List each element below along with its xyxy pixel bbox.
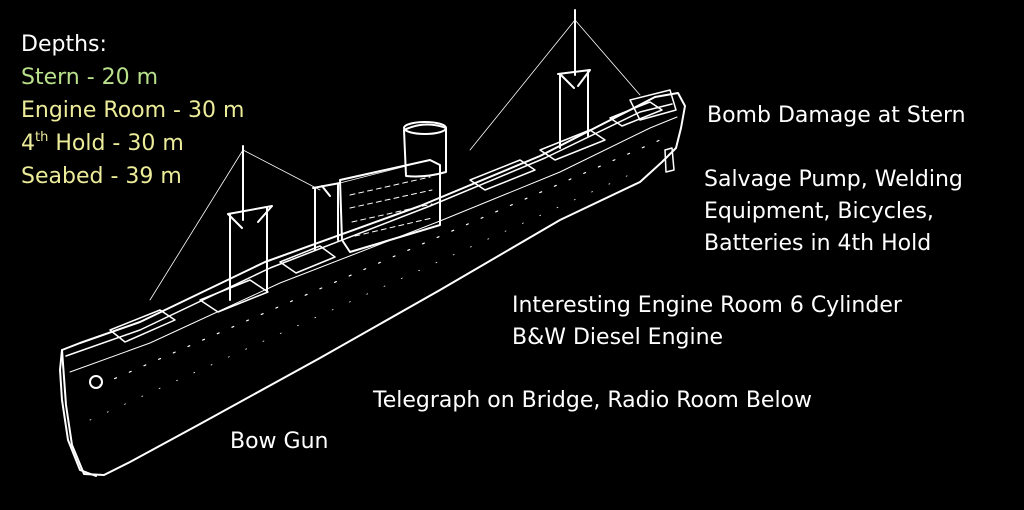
annotation-salvage: Salvage Pump, Welding Equipment, Bicycle… (704, 167, 963, 256)
funnel-top (403, 121, 447, 135)
hatch-6 (609, 101, 663, 127)
fore-mast-frame (227, 205, 273, 301)
hatch-1 (109, 309, 176, 343)
legend-item-engine-room: Engine Room - 30 m (21, 98, 245, 123)
depths-legend: Depths: Stern - 20 m Engine Room - 30 m … (21, 28, 244, 193)
annotation-bow-gun: Bow Gun (230, 429, 329, 454)
deck-line (65, 103, 673, 357)
hull-portholes (99, 139, 661, 386)
fore-posts (312, 182, 341, 251)
legend-item-seabed: Seabed - 39 m (21, 164, 182, 189)
hatch-3 (279, 245, 336, 274)
aft-mast-frame (557, 69, 591, 149)
legend-title: Depths: (21, 32, 107, 57)
bow-hawse (89, 375, 103, 389)
rigging (149, 19, 641, 301)
annotation-engine-room: Interesting Engine Room 6 Cylinder B&W D… (512, 293, 902, 350)
hatch-4 (469, 159, 536, 191)
bow-stem (59, 349, 97, 477)
hatch-5 (539, 129, 606, 161)
hatch-2 (199, 279, 269, 313)
stern-rudder (664, 147, 675, 173)
annotation-telegraph: Telegraph on Bridge, Radio Room Below (373, 388, 813, 413)
funnel (403, 123, 447, 178)
legend-item-4th-hold: 4th Hold - 30 m (21, 130, 184, 156)
annotation-bomb-damage: Bomb Damage at Stern (707, 103, 966, 128)
legend-item-stern: Stern - 20 m (21, 65, 159, 90)
bridge-windows (349, 176, 433, 237)
stern-house (629, 89, 677, 121)
hull-outline (61, 92, 686, 476)
